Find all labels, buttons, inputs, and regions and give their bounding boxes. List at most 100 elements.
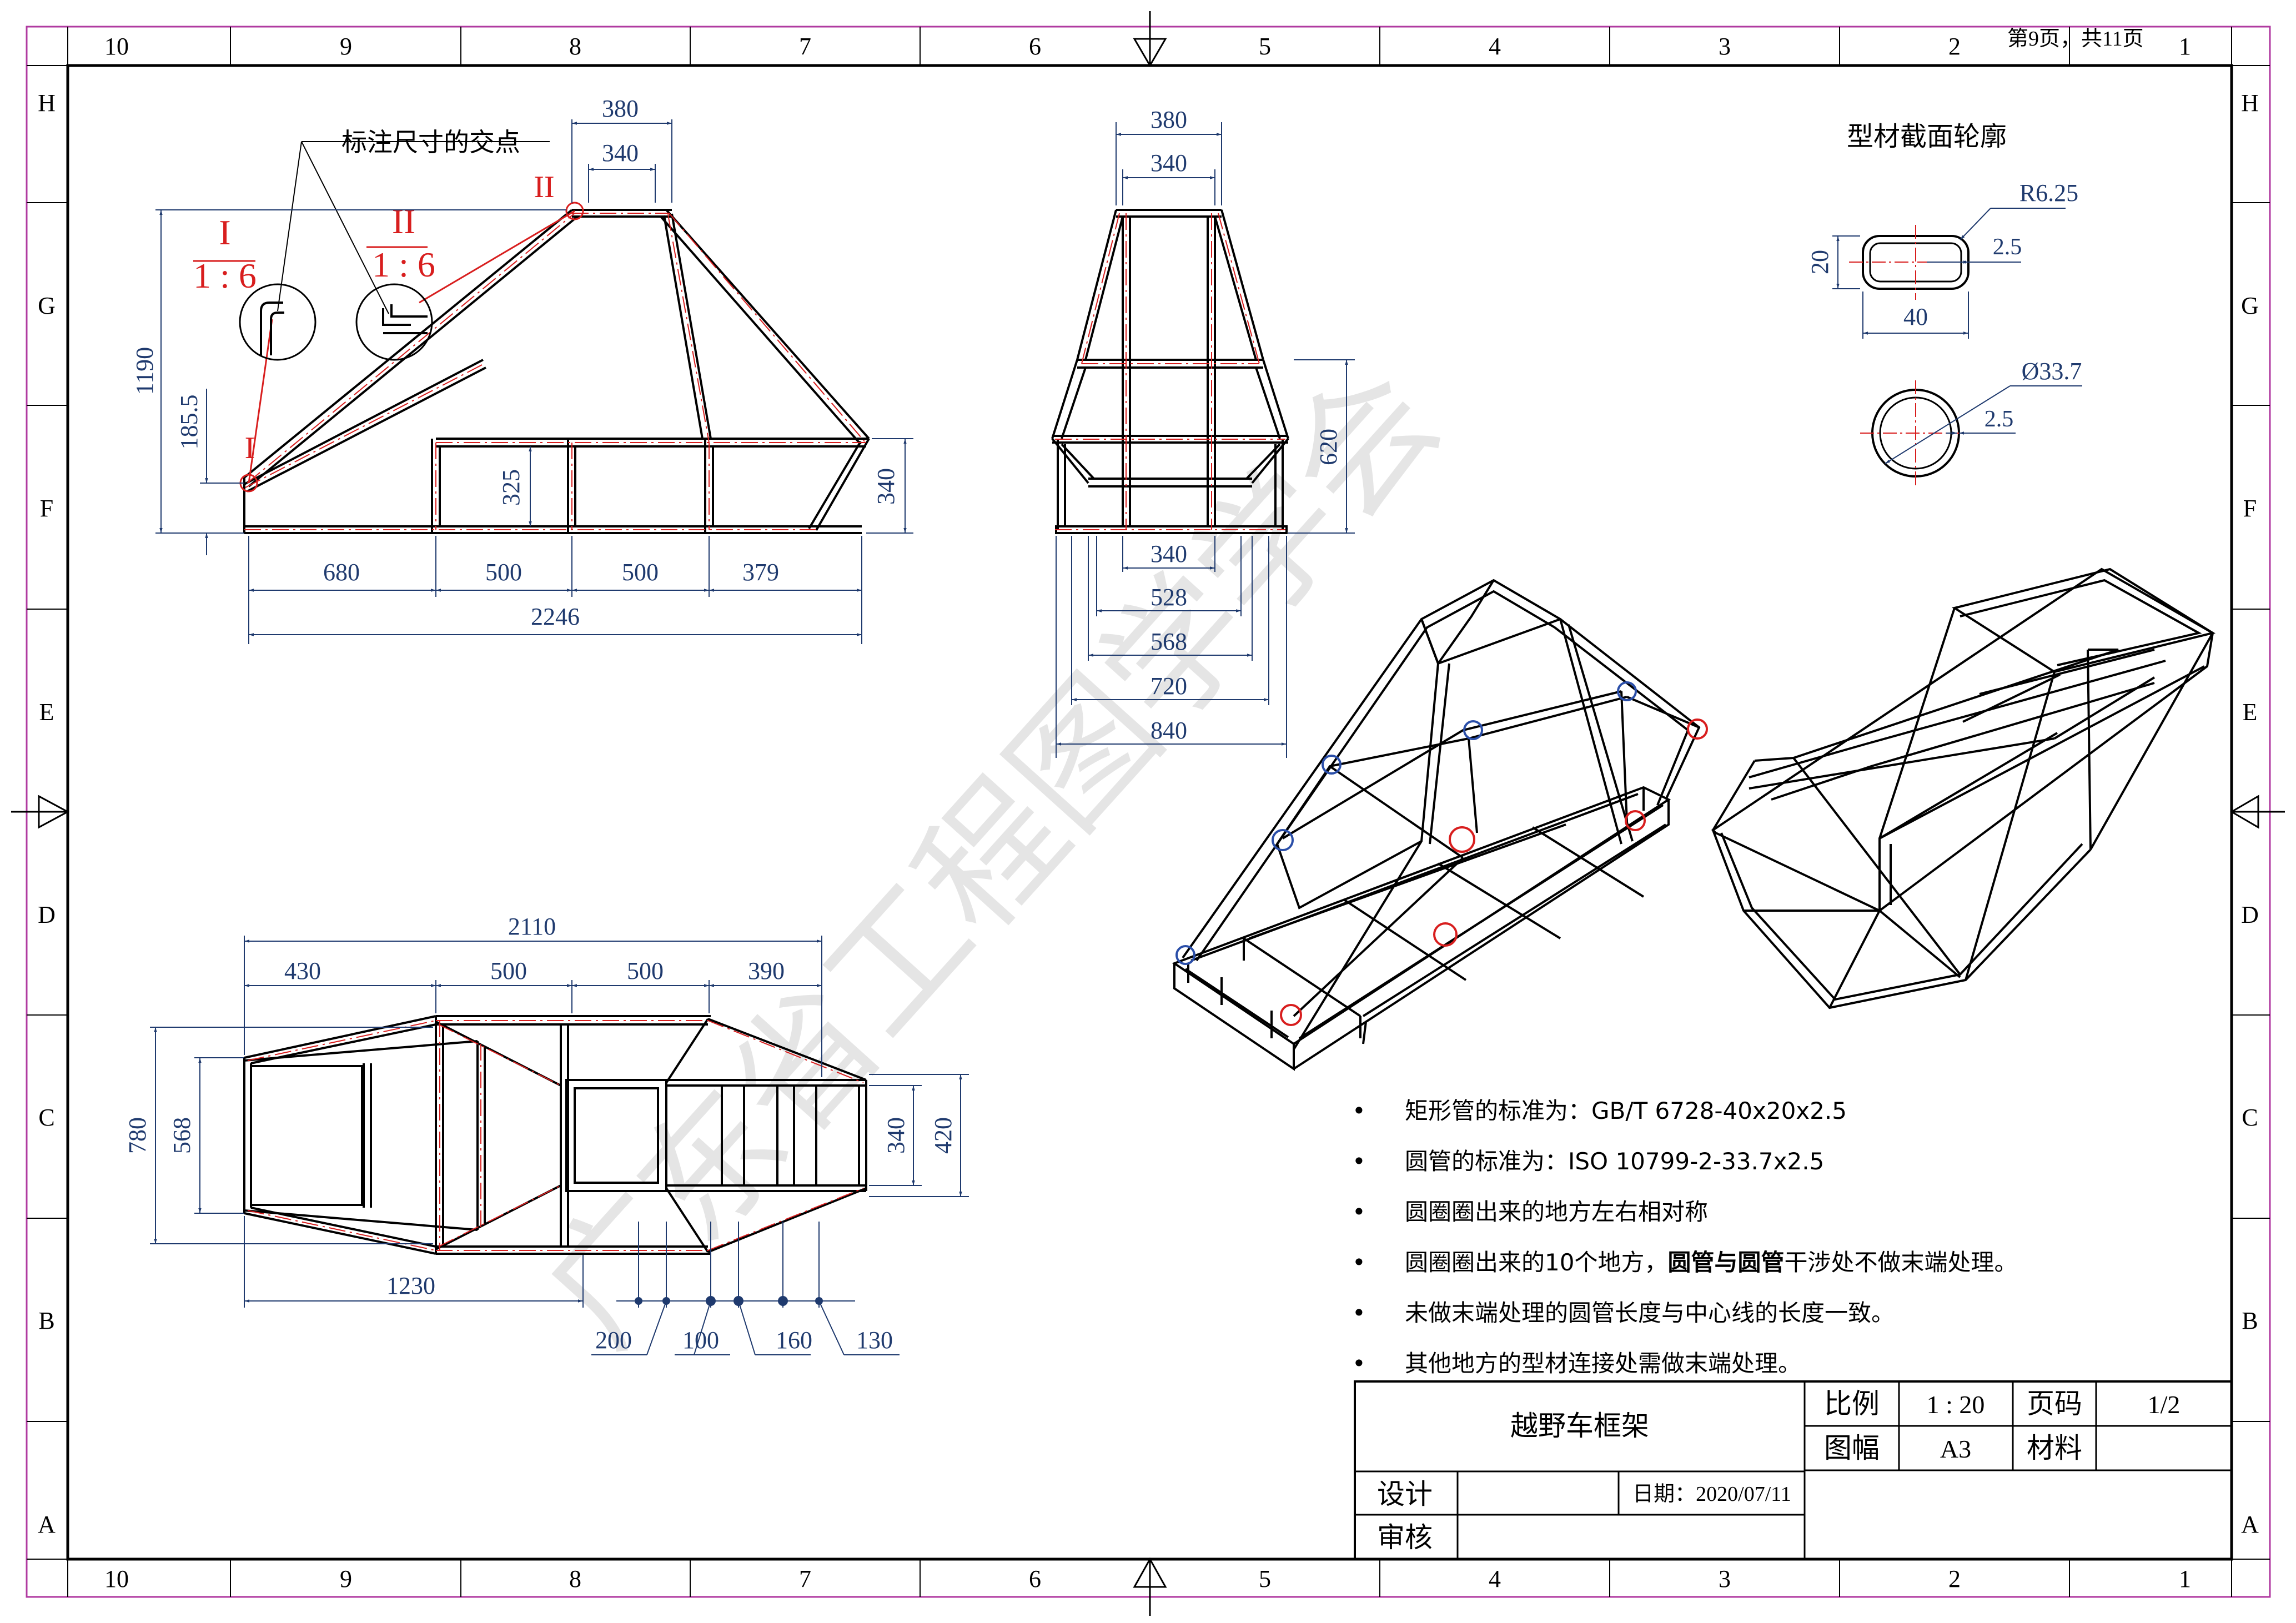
svg-text:8: 8 [569,33,581,60]
title-drawing-name: 越野车框架 [1510,1410,1649,1442]
dim-front-w4: 720 [1150,672,1187,700]
dim-side-b2: 500 [485,559,522,586]
dim-side-top-inner: 340 [602,139,639,167]
detail-circle-II [355,283,433,361]
svg-text:9: 9 [340,33,352,60]
isometric-interference-markers [1175,681,1708,1026]
detail-II-scale: 1 : 6 [372,245,435,284]
svg-text:2: 2 [1948,33,1961,60]
top-view-dimensions [150,936,969,1355]
svg-text:3: 3 [1719,33,1731,60]
svg-text:2: 2 [1948,1565,1961,1592]
dim-front-w1: 340 [1150,540,1187,567]
svg-text:F: F [40,495,53,522]
dim-top-s1: 430 [284,957,321,984]
dim-top-bottom: 1230 [386,1272,435,1299]
svg-text:C: C [2242,1104,2258,1131]
dim-front-height: 620 [1315,429,1342,465]
dim-top-d2: 100 [682,1326,719,1354]
svg-text:E: E [39,699,54,726]
svg-text:F: F [2243,495,2257,522]
title-format-value: A3 [1940,1435,1971,1463]
title-date: 日期：2020/07/11 [1632,1483,1791,1506]
dim-top-d3: 160 [776,1326,812,1354]
svg-text:A: A [38,1511,56,1538]
title-material-label: 材料 [2027,1432,2082,1464]
dim-top-total: 2110 [508,913,556,940]
svg-text:D: D [2241,901,2259,928]
dim-top-h-outer: 780 [124,1117,151,1154]
detail-views [239,283,433,361]
side-view-centerlines [244,213,866,530]
note-item: 圆圈圈出来的地方左右相对称 [1344,1187,2210,1237]
dim-top-s2: 500 [490,957,527,984]
centering-marks [11,11,2285,1616]
title-scale-label: 比例 [1824,1388,1880,1420]
mark-II: II [534,170,554,204]
note-item: 未做末端处理的圆管长度与中心线的长度一致。 [1344,1288,2210,1338]
svg-text:H: H [38,89,56,117]
side-view: 标注尺寸的交点 I 1 : 6 II 1 : 6 I II [131,95,913,644]
title-block: 越野车框架 比例 页码 图幅 材料 设计 审核 1 : 20 1/2 A3 日期… [1354,1380,2233,1560]
dim-side-b4: 379 [742,559,779,586]
title-scale-value: 1 : 20 [1927,1390,1985,1419]
svg-text:D: D [38,901,56,928]
dim-top-s3: 500 [627,957,664,984]
dim-profile-round-thick: 2.5 [1984,406,2014,432]
note-item: 圆管的标准为：ISO 10799-2-33.7x2.5 [1344,1136,2210,1187]
dim-front-w2: 528 [1150,584,1187,611]
svg-text:1: 1 [2179,1565,2191,1592]
title-page-label: 页码 [2027,1388,2082,1420]
detail-II-mark: II [392,202,416,241]
detail-I-scale: 1 : 6 [193,256,257,295]
svg-text:H: H [2241,89,2259,117]
dim-side-b1: 680 [323,559,360,586]
detail-circle-I [239,283,316,361]
isometric-view-front [1172,579,1701,1071]
svg-text:10: 10 [104,1565,129,1592]
svg-text:6: 6 [1029,33,1041,60]
front-view-dimensions [1056,122,1355,758]
dim-profile-radius: R6.25 [2019,179,2078,207]
dim-profile-rect-width: 40 [1903,303,1928,330]
dim-top-s4: 390 [748,957,785,984]
intersection-marker-II [565,202,584,220]
dim-front-w3: 568 [1150,628,1187,655]
title-design-label: 设计 [1377,1478,1433,1510]
svg-text:G: G [38,292,56,319]
dim-front-top-outer: 380 [1150,106,1187,133]
dim-side-height: 1190 [131,347,158,395]
svg-text:4: 4 [1489,1565,1501,1592]
mark-I: I [245,431,255,465]
side-view-dimensions [155,119,913,644]
svg-text:4: 4 [1489,33,1501,60]
dim-profile-rect-height: 20 [1806,250,1833,274]
note-item: 矩形管的标准为：GB/T 6728-40x20x2.5 [1344,1086,2210,1136]
dim-side-total: 2246 [531,603,580,630]
profiles-title: 型材截面轮廓 [1847,121,2007,152]
svg-text:8: 8 [569,1565,581,1592]
technical-notes: 矩形管的标准为：GB/T 6728-40x20x2.5 圆管的标准为：ISO 1… [1344,1086,2210,1389]
svg-text:5: 5 [1259,1565,1271,1592]
svg-text:A: A [2241,1511,2259,1538]
detail-I-mark: I [219,213,230,252]
isometric-view-rear [1711,567,2216,1009]
svg-text:1: 1 [2179,33,2191,60]
dim-side-mid-h: 325 [498,469,525,506]
svg-text:B: B [38,1307,54,1334]
note-item: 其他地方的型材连接处需做末端处理。 [1344,1338,2210,1389]
svg-text:7: 7 [799,1565,811,1592]
section-profiles: 型材截面轮廓 R6.25 2.5 20 40 Ø33.7 [1806,121,2082,489]
svg-text:7: 7 [799,33,811,60]
side-view-frame [243,209,870,534]
dim-top-r-outer: 420 [930,1117,957,1154]
title-review-label: 审核 [1377,1521,1433,1554]
dim-side-left-h: 185.5 [175,395,203,450]
svg-text:C: C [38,1104,54,1131]
dim-profile-rect-thick: 2.5 [1993,234,2022,260]
svg-text:10: 10 [104,33,129,60]
svg-text:G: G [2241,292,2259,319]
svg-text:5: 5 [1259,33,1271,60]
top-view: 2110 430 500 500 390 780 568 340 420 123… [124,913,969,1355]
